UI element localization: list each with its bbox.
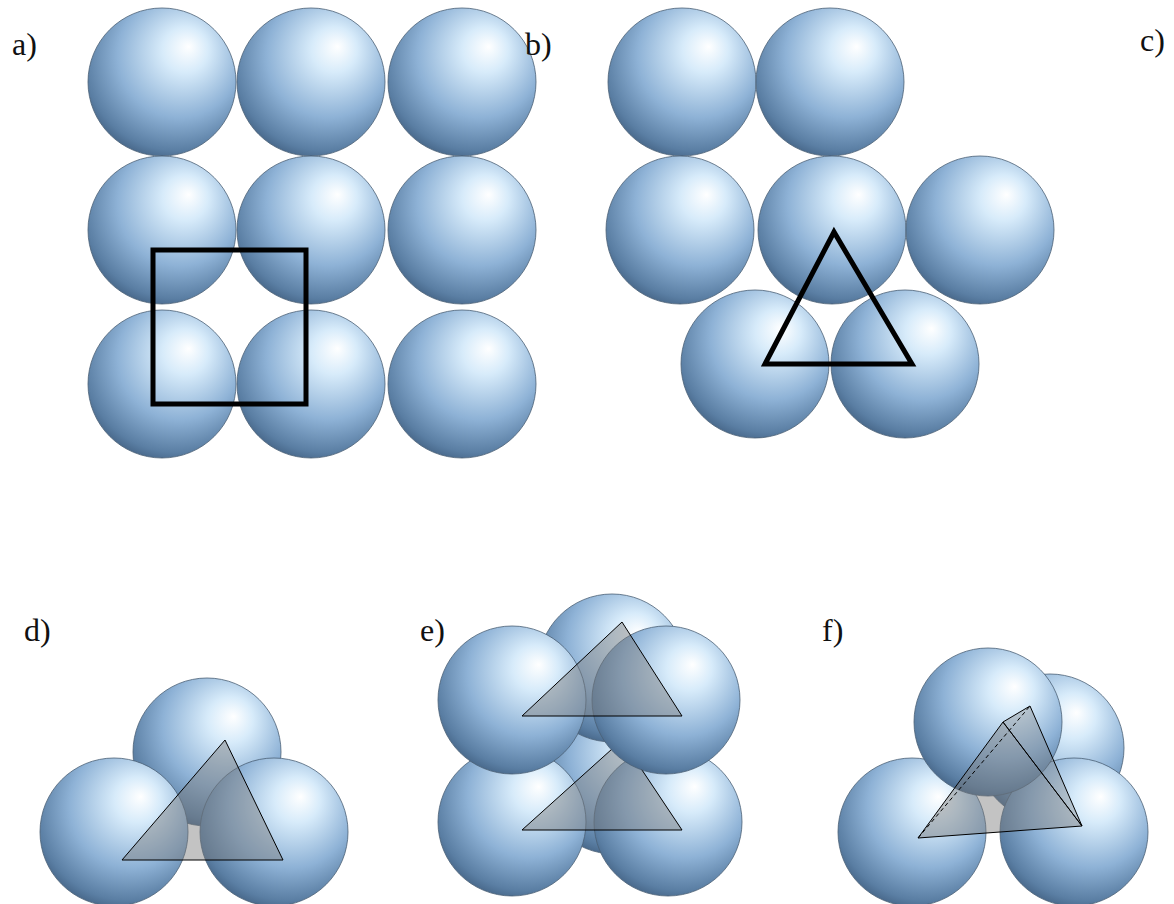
sphere [88,156,236,304]
panel-label: c) [1140,24,1165,56]
sphere [758,156,906,304]
sphere [388,310,536,458]
panel-label: e) [420,614,445,646]
panel-label: b) [525,28,552,60]
sphere [608,8,756,156]
sphere [606,156,754,304]
panel-label: a) [12,28,37,60]
triangle-face [122,740,283,860]
triangle-face [522,622,682,716]
sphere [237,8,385,156]
tetrahedron-hidden-edge [918,706,1030,838]
sphere [906,156,1054,304]
sphere [88,310,236,458]
sphere [237,156,385,304]
panel-label: d) [24,614,51,646]
sphere [388,156,536,304]
sphere [756,8,904,156]
sphere [88,8,236,156]
sphere [388,8,536,156]
square-cell [153,250,306,404]
sphere [237,310,385,458]
triangle-cell [765,232,912,364]
panel-label: f) [822,614,843,646]
